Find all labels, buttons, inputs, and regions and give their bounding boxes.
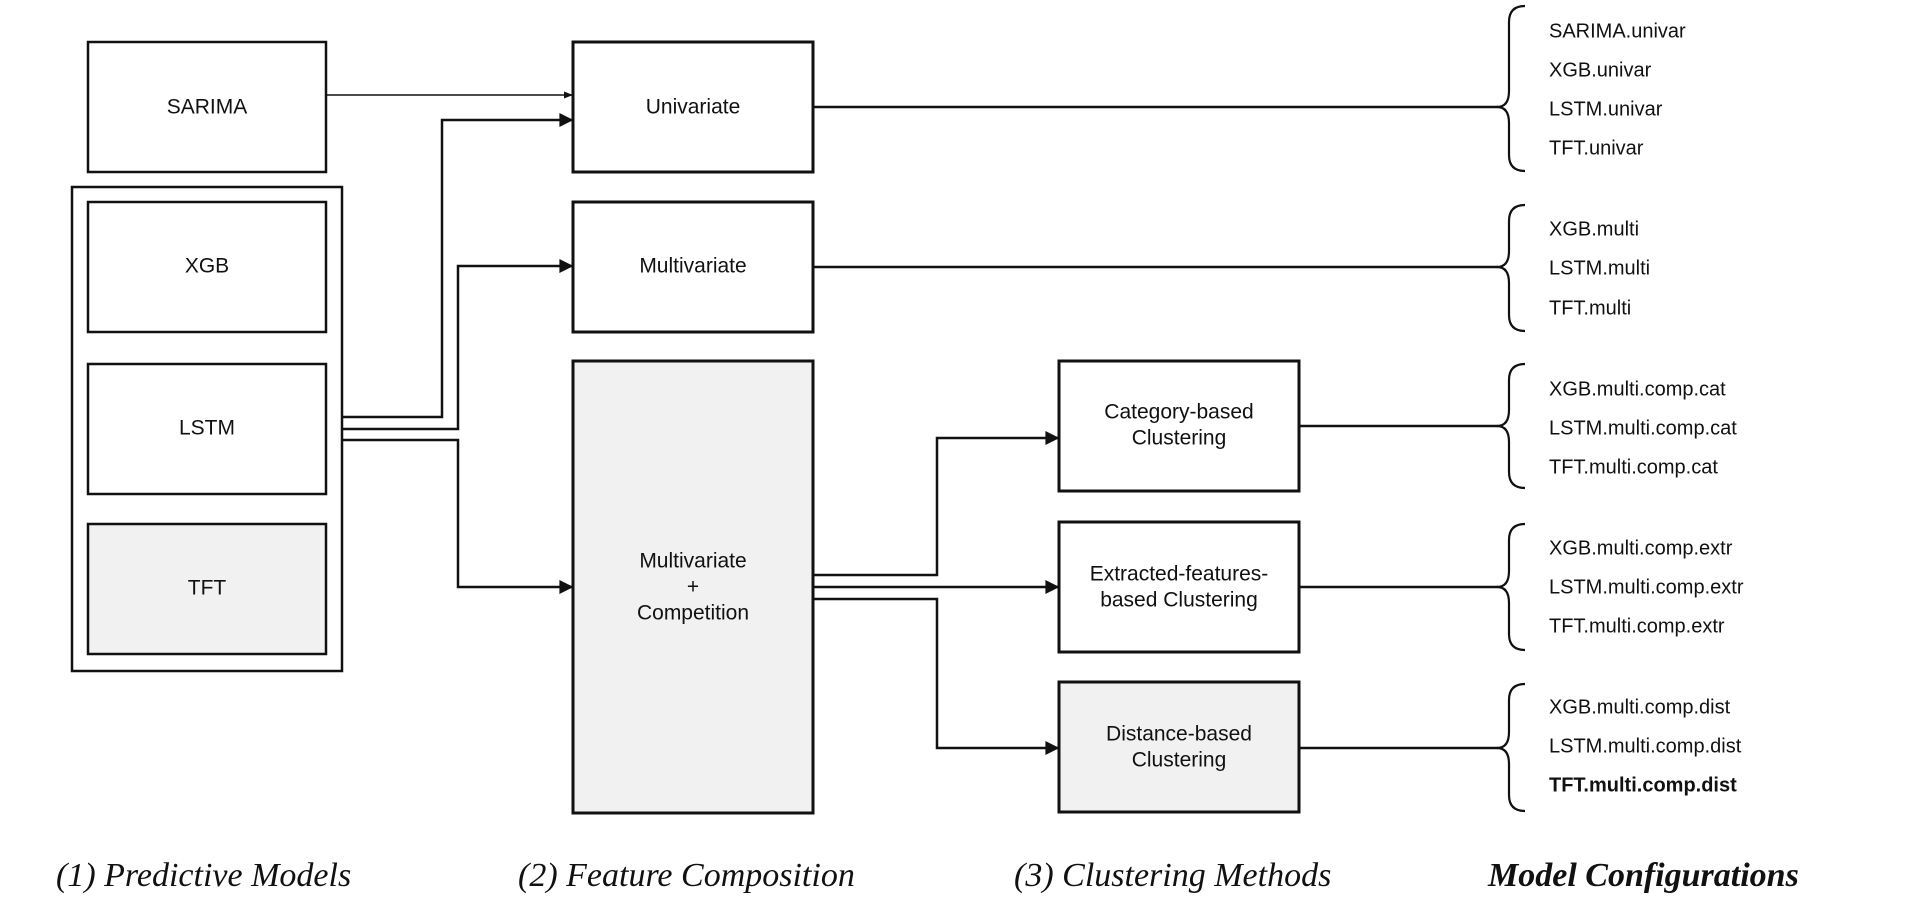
- caption-feature-composition: (2) Feature Composition: [518, 857, 855, 894]
- multivariate-box: [571, 200, 815, 334]
- sarima-label: SARIMA: [167, 96, 248, 119]
- lstm-box: [86, 362, 328, 496]
- config-braces: [1496, 4, 1526, 813]
- competition-label-3: Competition: [637, 602, 749, 625]
- edge-ml-univariate: [342, 113, 574, 419]
- distance-clustering-box: [1057, 680, 1301, 814]
- config-lstm-univar: LSTM.univar: [1549, 98, 1663, 120]
- model-configurations: SARIMA.univar XGB.univar LSTM.univar TFT…: [1549, 20, 1744, 796]
- predictive-models: SARIMA XGB LSTM TFT: [70, 40, 344, 673]
- competition-box: [571, 359, 815, 815]
- config-xgb-cat: XGB.multi.comp.cat: [1549, 378, 1726, 400]
- caption-clustering-methods: (3) Clustering Methods: [1014, 857, 1331, 894]
- brace-multivariate: [1496, 203, 1526, 333]
- multivariate-label: Multivariate: [639, 255, 746, 278]
- edge-ml-competition: [342, 438, 574, 594]
- brace-extracted: [1496, 522, 1526, 652]
- edge-competition-distance: [813, 597, 1060, 755]
- brace-univariate: [1496, 4, 1526, 173]
- univariate-box: [571, 40, 815, 174]
- lstm-label: LSTM: [179, 417, 235, 440]
- config-xgb-multi: XGB.multi: [1549, 218, 1639, 240]
- extracted-clustering-label-1: Extracted-features-: [1090, 563, 1269, 586]
- extracted-clustering-box: [1057, 520, 1301, 654]
- config-tft-multi: TFT.multi: [1549, 297, 1631, 319]
- config-tft-univar: TFT.univar: [1549, 137, 1644, 159]
- distance-clustering-label-1: Distance-based: [1106, 723, 1252, 746]
- distance-clustering-label-2: Clustering: [1132, 749, 1227, 772]
- clustering-methods: Category-based Clustering Extracted-feat…: [1057, 359, 1301, 814]
- edge-competition-category: [813, 431, 1060, 577]
- config-tft-extr: TFT.multi.comp.extr: [1549, 615, 1725, 637]
- config-lstm-extr: LSTM.multi.comp.extr: [1549, 576, 1744, 598]
- config-sarima-univar: SARIMA.univar: [1549, 20, 1686, 42]
- sarima-box: [86, 40, 328, 174]
- competition-label-2: +: [687, 576, 699, 599]
- config-tft-dist: TFT.multi.comp.dist: [1549, 774, 1737, 796]
- tft-box: [86, 522, 328, 656]
- config-lstm-multi: LSTM.multi: [1549, 257, 1650, 279]
- config-xgb-extr: XGB.multi.comp.extr: [1549, 537, 1733, 559]
- caption-model-configurations: Model Configurations: [1487, 857, 1799, 894]
- config-xgb-dist: XGB.multi.comp.dist: [1549, 696, 1731, 718]
- config-lstm-dist: LSTM.multi.comp.dist: [1549, 735, 1742, 757]
- brace-category: [1496, 362, 1526, 490]
- caption-predictive-models: (1) Predictive Models: [56, 857, 351, 894]
- brace-distance: [1496, 682, 1526, 813]
- xgb-box: [86, 200, 328, 334]
- feature-to-cluster-edges: [813, 431, 1060, 755]
- category-clustering-box: [1057, 359, 1301, 493]
- config-tft-cat: TFT.multi.comp.cat: [1549, 456, 1718, 478]
- stage-captions: (1) Predictive Models (2) Feature Compos…: [56, 857, 1799, 894]
- extracted-clustering-label-2: based Clustering: [1100, 589, 1258, 612]
- config-edges: [813, 105, 1498, 750]
- competition-label-1: Multivariate: [639, 550, 746, 573]
- category-clustering-label-1: Category-based: [1104, 401, 1253, 424]
- config-lstm-cat: LSTM.multi.comp.cat: [1549, 417, 1737, 439]
- config-xgb-univar: XGB.univar: [1549, 59, 1652, 81]
- model-to-feature-edges: [326, 91, 574, 594]
- feature-composition: Univariate Multivariate Multivariate + C…: [571, 40, 815, 815]
- xgb-label: XGB: [185, 255, 229, 278]
- category-clustering-label-2: Clustering: [1132, 427, 1227, 450]
- univariate-label: Univariate: [646, 96, 741, 119]
- tft-label: TFT: [188, 577, 227, 600]
- edge-ml-multivariate: [342, 259, 574, 431]
